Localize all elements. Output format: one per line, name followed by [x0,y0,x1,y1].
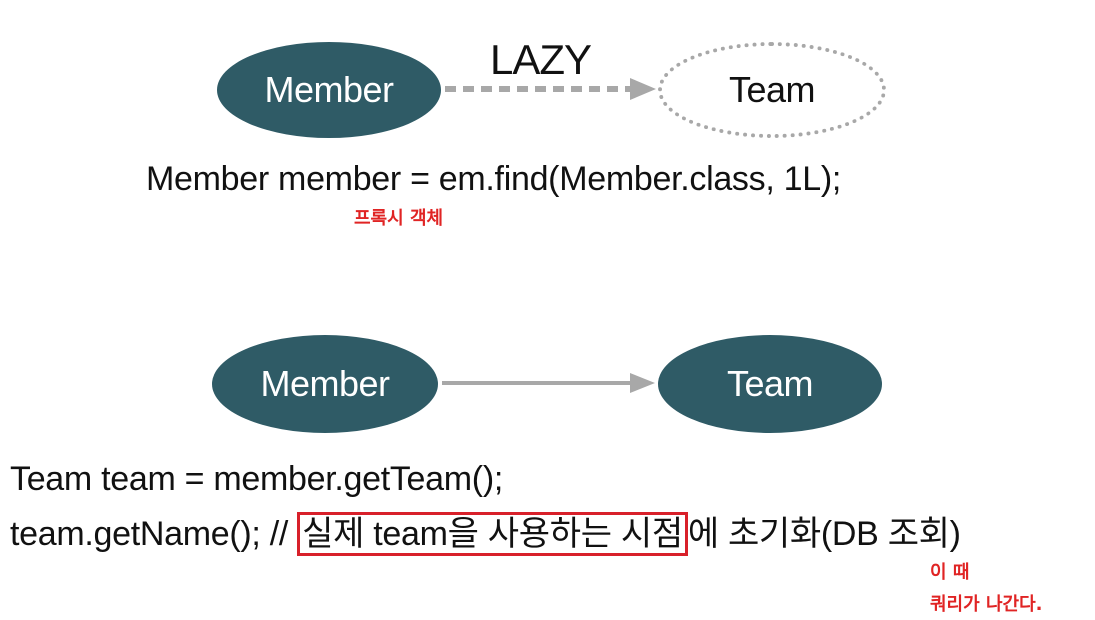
get-team-code-line: Team team = member.getTeam(); [10,460,503,498]
proxy-object-note: 프록시 객체 [354,208,444,229]
team-node-loaded-label: Team [726,363,814,404]
usage-point-highlight: 실제 team을 사용하는 시점 [297,512,688,556]
member-node-bottom: Member [212,335,438,433]
member-node-top-label: Member [264,69,394,110]
query-note-line1: 이 때 [930,562,970,583]
get-name-code-suffix: 에 초기화(DB 조회) [687,515,961,553]
get-name-code-prefix: team.getName(); // [10,515,298,553]
query-note-line2: 쿼리가 나간다. [930,594,1043,615]
lazy-arrowhead [630,78,656,100]
loaded-arrowhead [630,373,655,393]
lazy-label: LAZY [490,36,592,83]
member-node-bottom-label: Member [260,363,390,404]
team-node-loaded: Team [658,335,882,433]
member-node-top: Member [217,42,441,138]
team-proxy-node-label: Team [728,69,816,110]
find-code-line: Member member = em.find(Member.class, 1L… [146,160,842,198]
team-proxy-node: Team [658,42,886,138]
